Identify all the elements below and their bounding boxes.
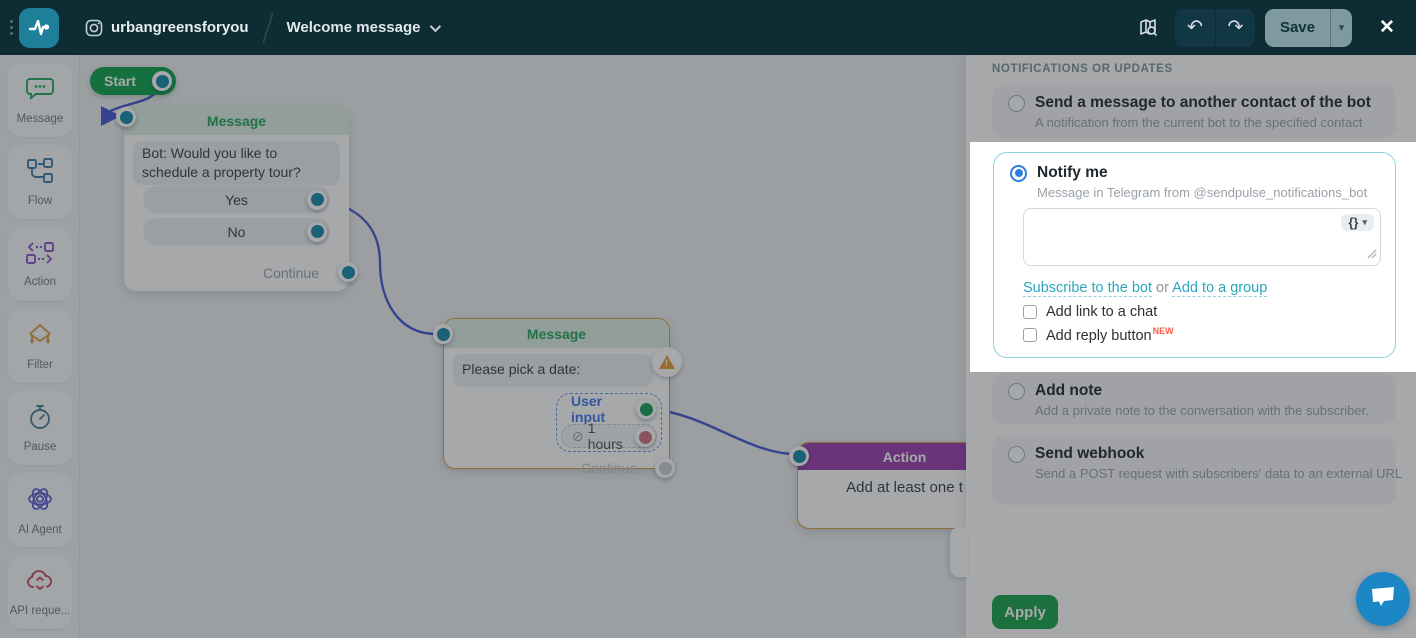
warning-icon[interactable] [652, 347, 682, 377]
sidebar-item-message[interactable]: Message [8, 63, 72, 137]
sendpulse-logo-icon[interactable] [19, 7, 59, 48]
sidebar-item-ai-agent[interactable]: AI Agent [8, 473, 72, 547]
add-reply-button-row[interactable]: Add reply buttonNEW [1023, 326, 1379, 344]
breadcrumb-bot-name[interactable]: urbangreensforyou [111, 19, 249, 36]
message-node-2-input-port[interactable] [433, 324, 453, 344]
radio-send-message-to-contact[interactable] [1008, 94, 1025, 112]
curly-braces-icon: {} [1348, 215, 1359, 230]
message-node-2-text: Please pick a date: [453, 354, 653, 387]
sidebar-item-label: Filter [27, 359, 53, 371]
user-input-group[interactable]: User input ⊘ 1 hours [556, 393, 662, 452]
undo-button[interactable]: ↶ [1186, 17, 1203, 38]
sidebar-item-filter[interactable]: Filter [8, 309, 72, 383]
option-send-message-to-contact[interactable]: Send a message to another contact of the… [992, 85, 1396, 138]
insert-variable-button[interactable]: {} ▾ [1341, 214, 1374, 231]
action-node-input-port[interactable] [789, 446, 809, 466]
add-link-to-chat-row[interactable]: Add link to a chat [1023, 304, 1379, 320]
flow-name-dropdown[interactable]: Welcome message [286, 19, 441, 36]
option-add-note[interactable]: Add note Add a private note to the conve… [992, 373, 1396, 424]
radio-send-webhook[interactable] [1008, 445, 1025, 463]
breadcrumb-separator [261, 11, 274, 44]
or-text: or [1156, 280, 1169, 296]
close-icon[interactable]: ✕ [1379, 17, 1395, 38]
sidebar-item-label: Message [16, 113, 64, 125]
no-entry-icon: ⊘ [572, 427, 584, 444]
map-search-icon[interactable] [1137, 17, 1159, 39]
sidebar-item-pause[interactable]: Pause [8, 391, 72, 465]
filter-icon [24, 321, 56, 354]
quick-reply-no-button[interactable]: No [143, 218, 330, 245]
sidebar-item-flow[interactable]: Flow [8, 145, 72, 219]
message-node-2-header: Message [444, 319, 669, 348]
action-icon [25, 240, 55, 271]
radio-notify-me[interactable] [1010, 164, 1027, 182]
spotlight-highlight: Notify me Message in Telegram from @send… [970, 142, 1416, 372]
chat-bubble-icon [1370, 585, 1396, 614]
save-caret-icon[interactable]: ▾ [1330, 8, 1352, 47]
undo-redo-group: ↶ ↷ [1174, 8, 1255, 47]
node-palette-sidebar: Message Flow [0, 55, 80, 638]
resize-handle-icon[interactable] [1367, 246, 1377, 264]
sidebar-item-label: Pause [23, 441, 57, 453]
sidebar-item-api-request[interactable]: API reque... [8, 555, 72, 629]
message-node-1[interactable]: Message Bot: Would you like to schedule … [116, 106, 358, 291]
add-to-group-link[interactable]: Add to a group [1172, 280, 1268, 297]
timeout-row[interactable]: ⊘ 1 hours [561, 420, 657, 452]
message-icon [25, 75, 55, 108]
continue-label: Continue [262, 265, 319, 281]
action-node-text: Add at least one t [846, 479, 963, 496]
quick-reply-yes-button[interactable]: Yes [143, 186, 330, 213]
drag-handle-icon[interactable] [10, 20, 13, 35]
flow-icon [25, 157, 55, 190]
apply-button[interactable]: Apply [992, 595, 1058, 629]
user-input-row[interactable]: User input [561, 393, 657, 425]
new-badge: NEW [1152, 326, 1174, 336]
panel-collapse-handle[interactable] [950, 527, 968, 577]
instagram-icon [85, 19, 103, 37]
caret-down-icon: ▾ [1362, 217, 1367, 227]
save-split-button: Save ▾ [1264, 8, 1352, 47]
continue-output-port-disabled[interactable] [655, 458, 675, 478]
message-node-2[interactable]: Message Please pick a date: User input ⊘… [433, 318, 682, 478]
panel-section-title: NOTIFICATIONS OR UPDATES [992, 63, 1173, 75]
radio-add-note[interactable] [1008, 382, 1025, 400]
pause-icon [26, 403, 54, 436]
top-bar: urbangreensforyou Welcome message ↶ ↷ Sa… [0, 0, 1416, 55]
ai-agent-icon [25, 484, 55, 519]
sidebar-item-action[interactable]: Action [8, 227, 72, 301]
sidebar-item-label: Action [24, 276, 56, 288]
sidebar-item-label: AI Agent [18, 524, 62, 536]
save-button[interactable]: Save [1279, 19, 1315, 36]
continue-label-disabled: Continue [580, 460, 637, 476]
flow-name-label: Welcome message [286, 19, 421, 36]
redo-button[interactable]: ↷ [1214, 8, 1255, 47]
option-send-webhook[interactable]: Send webhook Send a POST request with su… [992, 436, 1402, 505]
option-notify-me[interactable]: Notify me Message in Telegram from @send… [993, 152, 1396, 358]
add-link-to-chat-checkbox[interactable] [1023, 305, 1037, 319]
add-reply-button-checkbox[interactable] [1023, 327, 1037, 342]
chevron-down-icon [429, 20, 441, 32]
api-request-icon [25, 567, 55, 600]
sidebar-item-label: API reque... [9, 605, 71, 617]
message-node-1-text: Bot: Would you like to schedule a proper… [133, 141, 340, 185]
live-chat-button[interactable] [1356, 572, 1410, 626]
sidebar-item-label: Flow [27, 195, 53, 207]
subscribe-to-bot-link[interactable]: Subscribe to the bot [1023, 280, 1152, 297]
notify-message-input[interactable] [1023, 208, 1381, 266]
